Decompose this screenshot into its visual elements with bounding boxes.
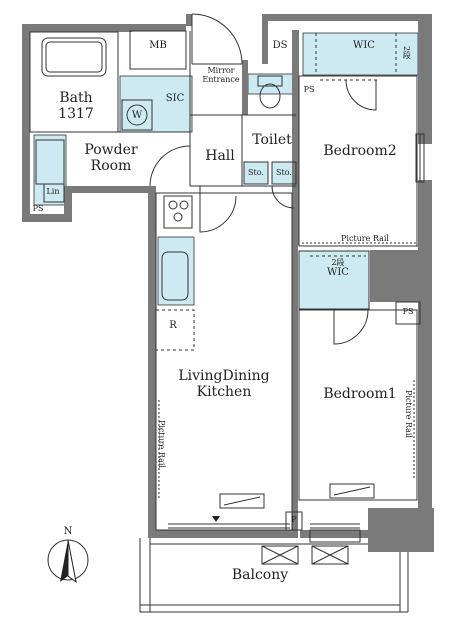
refrigerator-label: R <box>169 320 177 331</box>
north-label: N <box>63 526 73 537</box>
p-label: P <box>291 515 297 524</box>
powder-room-label: Powder Room <box>84 142 138 175</box>
ds-label: DS <box>272 40 288 51</box>
bath-label: Bath 1317 <box>58 90 94 123</box>
wic-top-label: WIC <box>353 40 375 51</box>
ps-bed1-label: PS <box>402 307 414 316</box>
hall-label: Hall <box>205 148 235 164</box>
entrance-marker-icon <box>212 516 220 522</box>
picture-rail-bed2-label: Picture Rail <box>341 234 389 243</box>
wic-top-area <box>302 32 419 76</box>
washer-label: W <box>131 110 143 121</box>
lin-label: Lin <box>46 187 60 196</box>
walls <box>22 14 434 552</box>
ps-bath-label: PS <box>32 204 44 213</box>
sto1-label: Sto. <box>248 168 264 177</box>
balcony-label: Balcony <box>231 567 289 583</box>
mb-label: MB <box>149 40 167 51</box>
wic-mid-label: 2段 WIC <box>327 258 349 279</box>
picture-rails <box>158 242 416 500</box>
kitchen-counter-area <box>157 236 195 306</box>
sic-label: SIC <box>165 93 185 104</box>
ldk-label: LivingDining Kitchen <box>178 368 270 401</box>
picture-rail-bed1-label: Picture Rail <box>404 390 414 438</box>
linen-area <box>33 134 67 206</box>
sto2-label: Sto. <box>276 168 292 177</box>
toilet-label: Toilet <box>252 132 292 148</box>
wic-top-note: 2段 <box>402 46 412 60</box>
bedroom1-label: Bedroom1 <box>323 386 397 402</box>
ps-top-label: PS <box>303 85 315 94</box>
sic-area <box>119 75 193 133</box>
north-arrow-icon <box>47 539 89 584</box>
interior-lines <box>29 13 425 613</box>
picture-rail-ldk-label: Picture Rail <box>157 420 167 468</box>
bedroom2-label: Bedroom2 <box>323 143 397 159</box>
mirror-entrance-label: Mirror Entrance <box>202 66 240 85</box>
